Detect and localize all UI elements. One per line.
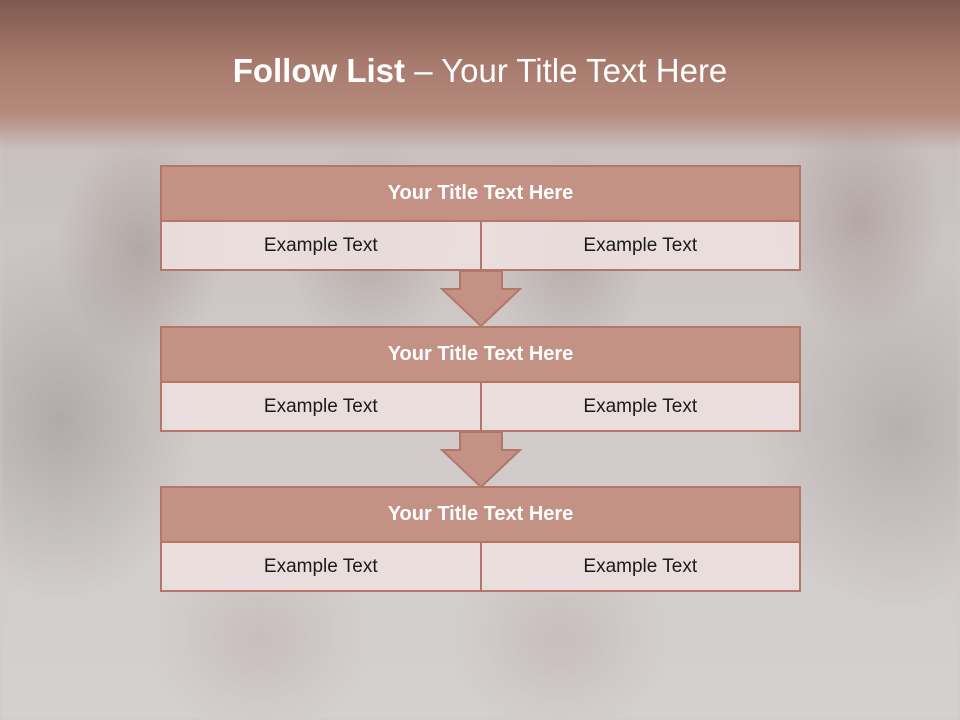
list-block-1: Your Title Text Here Example Text Exampl… — [160, 165, 801, 271]
header-band — [0, 0, 960, 150]
list-block-3: Your Title Text Here Example Text Exampl… — [160, 486, 801, 592]
slide-title-bold: Follow List — [232, 52, 406, 89]
block-row: Example Text Example Text — [160, 543, 801, 592]
block-cell-right: Example Text — [479, 543, 800, 590]
block-cell-left: Example Text — [263, 555, 378, 577]
slide-title: Follow List – Your Title Text Here — [0, 52, 960, 90]
down-arrow-icon — [440, 270, 522, 328]
block-cell-left: Example Text — [263, 395, 378, 417]
block-title: Your Title Text Here — [160, 326, 801, 383]
slide-title-rest: – Your Title Text Here — [414, 52, 728, 89]
block-cell-left: Example Text — [263, 234, 378, 256]
block-title: Your Title Text Here — [160, 165, 801, 222]
down-arrow-icon — [440, 431, 522, 489]
block-cell-right: Example Text — [479, 383, 800, 430]
block-row: Example Text Example Text — [160, 222, 801, 271]
block-cell-right: Example Text — [479, 222, 800, 269]
block-row: Example Text Example Text — [160, 383, 801, 432]
list-block-2: Your Title Text Here Example Text Exampl… — [160, 326, 801, 432]
block-title: Your Title Text Here — [160, 486, 801, 543]
